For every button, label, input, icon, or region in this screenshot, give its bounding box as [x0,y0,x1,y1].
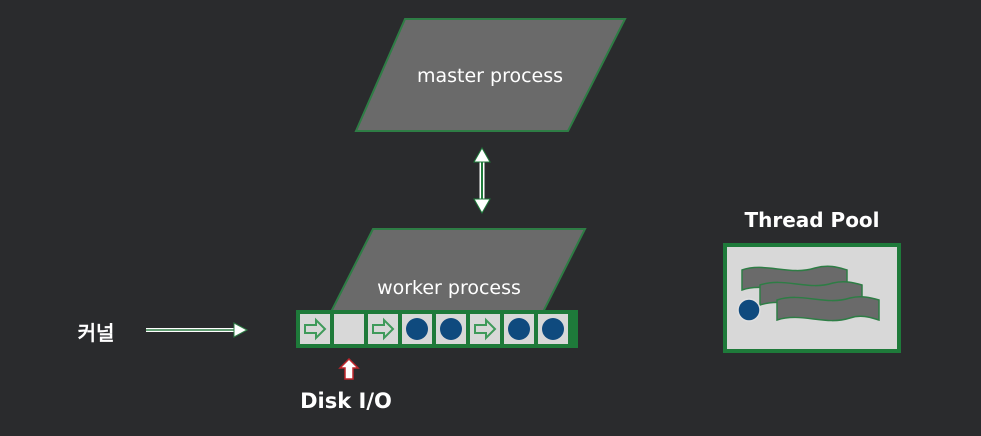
queue-task-dot [508,318,530,340]
queue-cell-arrow [300,314,330,344]
queue-cell-dot [504,314,534,344]
queue-task-dot [406,318,428,340]
queue-arrow-icon [474,317,497,341]
bidirectional-arrow [473,146,491,215]
thread-pool-title: Thread Pool [744,208,879,232]
disk-io-arrow [338,357,360,380]
disk-io-label: Disk I/O [300,389,392,413]
master-process-label: master process [417,65,563,87]
queue-cell-empty [334,314,364,344]
kernel-label: 커널 [78,321,115,345]
master-process-node: master process [354,18,627,132]
worker-process-label: worker process [377,277,521,299]
queue-task-dot [542,318,564,340]
worker-process-node: worker process [329,228,587,313]
thread-wave-3 [776,296,880,322]
thread-pool-box [723,243,901,353]
queue-arrow-icon [304,317,327,341]
queue-cell-dot [402,314,432,344]
queue-cell-dot [436,314,466,344]
event-queue [296,310,578,348]
queue-task-dot [440,318,462,340]
queue-arrow-icon [372,317,395,341]
queue-cell-arrow [368,314,398,344]
thread-pool-task-dot [737,298,761,322]
kernel-arrow [146,322,249,338]
queue-cell-arrow [470,314,500,344]
queue-cell-dot [538,314,568,344]
